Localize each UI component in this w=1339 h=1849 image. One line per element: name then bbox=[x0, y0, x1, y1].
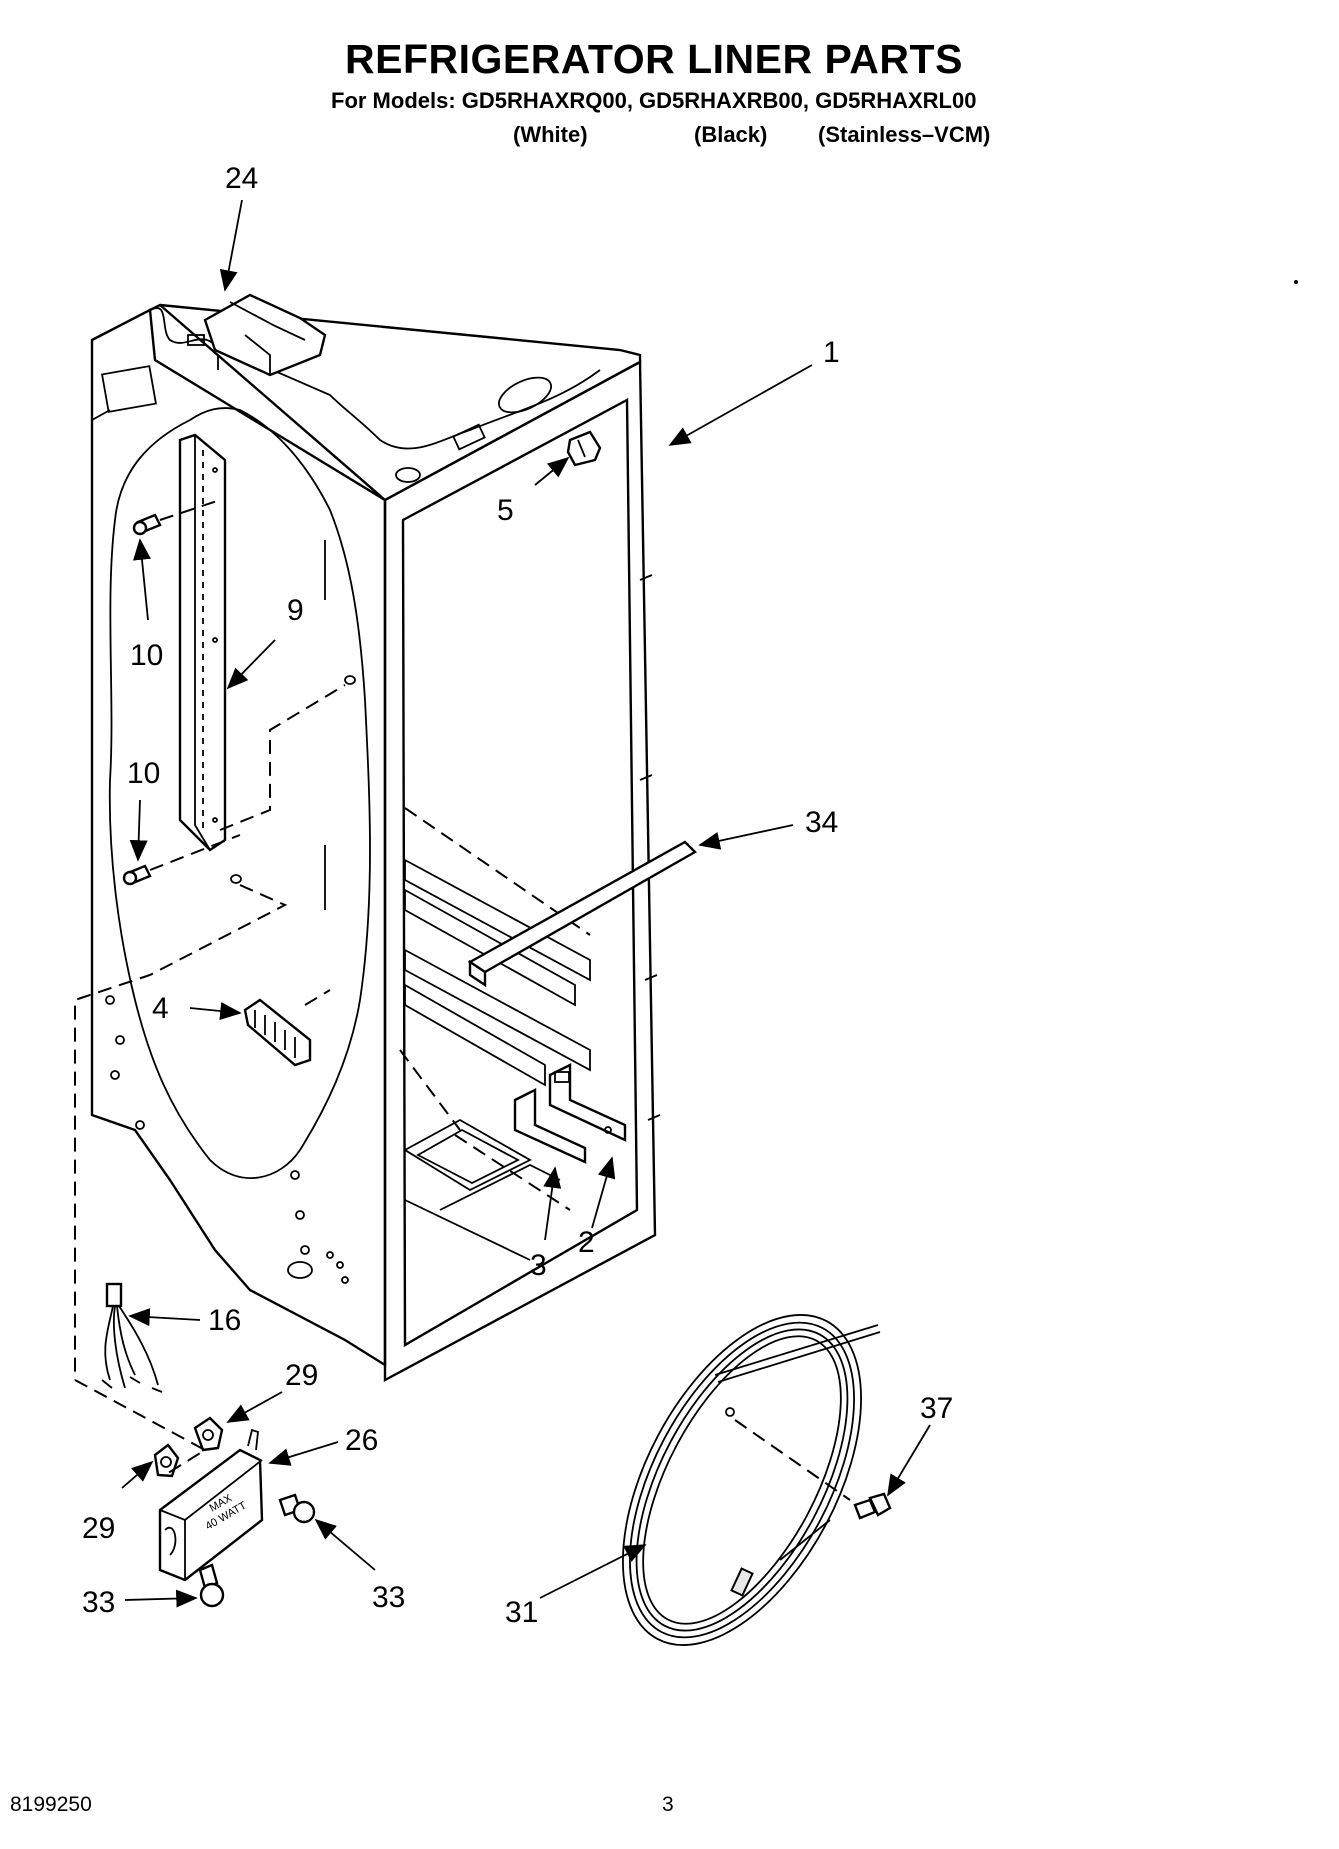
rail-hole-upper bbox=[344, 675, 356, 685]
callout-3: 3 bbox=[530, 1249, 547, 1282]
part-37-screw bbox=[853, 1492, 892, 1520]
callout-16: 16 bbox=[208, 1304, 241, 1337]
callout-5: 5 bbox=[497, 494, 514, 527]
variant-stainless: (Stainless–VCM) bbox=[818, 122, 991, 147]
part-34-shelf-support bbox=[467, 840, 697, 988]
callout-24: 24 bbox=[225, 162, 258, 195]
callout-34: 34 bbox=[805, 806, 838, 839]
doc-number: 8199250 bbox=[10, 1793, 92, 1816]
callout-4: 4 bbox=[152, 992, 169, 1025]
rail-dash-lead bbox=[219, 684, 346, 831]
callout-33-left: 33 bbox=[82, 1586, 115, 1619]
part-29-clip-lower bbox=[153, 1443, 180, 1478]
callout-labels: 24 1 5 9 10 10 34 4 3 2 16 29 26 29 33 3… bbox=[82, 162, 953, 1629]
part-33-pin-left bbox=[198, 1563, 225, 1608]
part-5-clip bbox=[566, 430, 602, 467]
liner-body bbox=[90, 303, 661, 1383]
wire-dash-lead bbox=[74, 884, 288, 1380]
leader-lines bbox=[121, 199, 931, 1608]
part-24-housing bbox=[187, 293, 327, 377]
callout-29-lower: 29 bbox=[82, 1512, 115, 1545]
part-2-3-brackets bbox=[513, 1063, 627, 1164]
models-line: For Models: GD5RHAXRQ00, GD5RHAXRB00, GD… bbox=[331, 88, 977, 113]
callout-29-upper: 29 bbox=[285, 1359, 318, 1392]
part-33-pin-right bbox=[278, 1493, 316, 1524]
part-16-harness bbox=[101, 1282, 163, 1393]
page-number: 3 bbox=[662, 1793, 674, 1816]
rail-hole-lower bbox=[230, 874, 242, 884]
callout-26: 26 bbox=[345, 1424, 378, 1457]
stray-dot bbox=[1294, 280, 1298, 284]
page-title: REFRIGERATOR LINER PARTS bbox=[345, 36, 963, 82]
part-26-light-socket: MAX 40 WATT bbox=[158, 1428, 264, 1582]
callout-1: 1 bbox=[823, 336, 840, 369]
callout-10-upper: 10 bbox=[130, 639, 163, 672]
part-10-screw-lower bbox=[122, 834, 241, 886]
part-29-clip-upper bbox=[193, 1416, 224, 1452]
callout-37: 37 bbox=[920, 1392, 953, 1425]
callout-10-lower: 10 bbox=[127, 757, 160, 790]
callout-33-right: 33 bbox=[372, 1581, 405, 1614]
callout-2: 2 bbox=[578, 1226, 595, 1259]
variant-white: (White) bbox=[513, 122, 588, 147]
variant-black: (Black) bbox=[694, 122, 768, 147]
part-31-coil-tubing bbox=[622, 1314, 881, 1646]
callout-31: 31 bbox=[505, 1596, 538, 1629]
callout-9: 9 bbox=[287, 594, 304, 627]
socket-dash-lead bbox=[74, 1379, 207, 1476]
part-4-grille bbox=[243, 989, 331, 1067]
part-9-vertical-rail bbox=[178, 433, 227, 852]
part-10-screw-upper bbox=[132, 499, 221, 536]
